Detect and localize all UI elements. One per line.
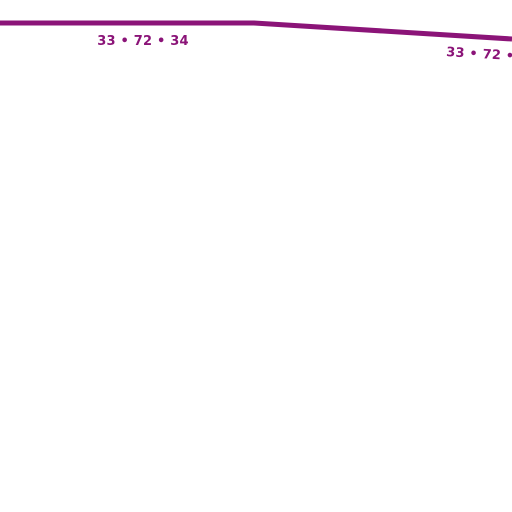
road-line-route-33-72-34[interactable]	[0, 20, 512, 42]
road-label-route-33-72-34-east: 33 • 72 • 34	[446, 45, 512, 66]
road-label-route-33-72-34: 33 • 72 • 34	[97, 34, 188, 49]
